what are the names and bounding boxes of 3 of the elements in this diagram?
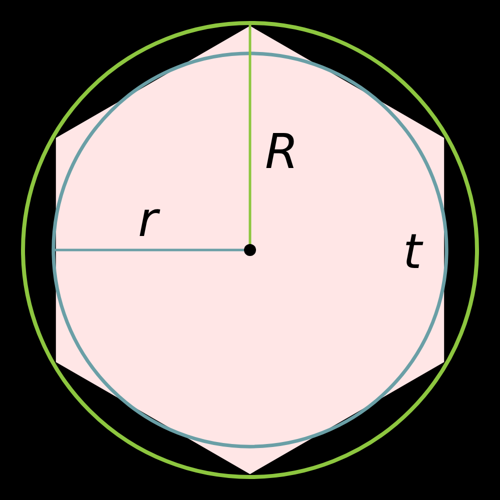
side-label: t [403,228,422,276]
radius-label: r [138,196,158,244]
radius-label: R [265,128,298,176]
